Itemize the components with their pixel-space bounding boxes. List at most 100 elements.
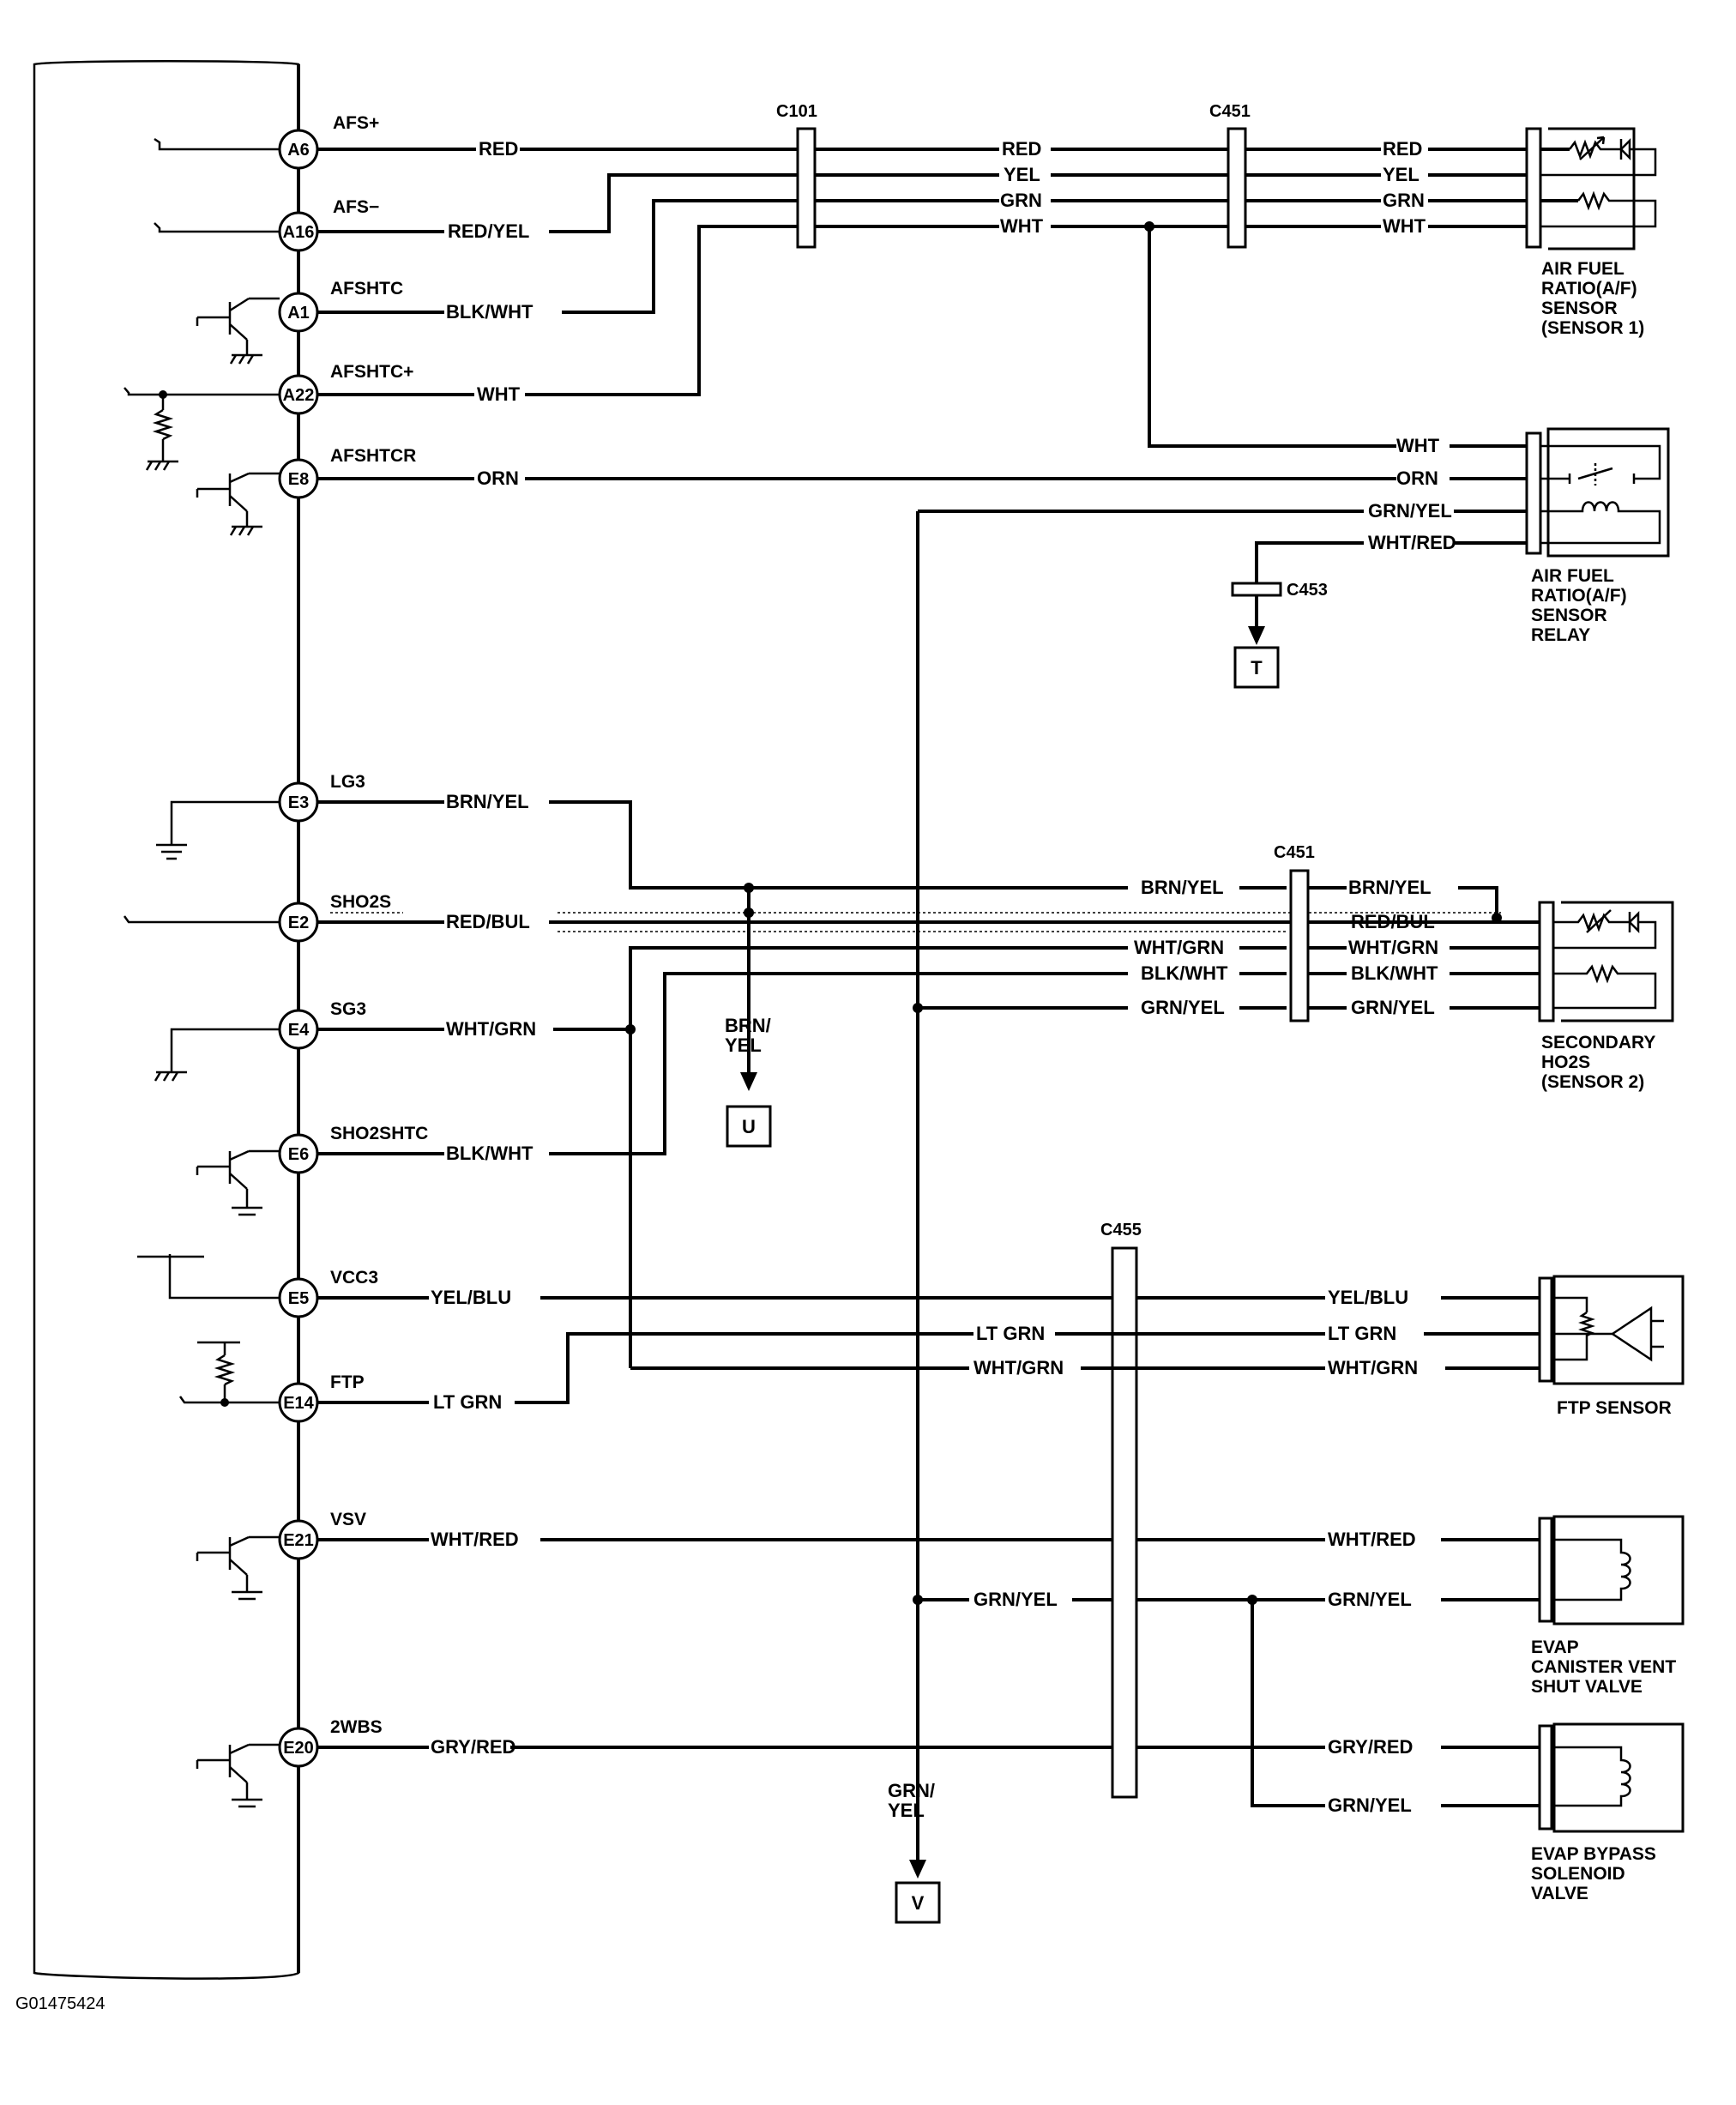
pin-e6: E6 SHO2SHTC BLK/WHT — [196, 972, 1128, 1216]
pin-e4: E4 SG3 WHT/GRN — [154, 946, 1128, 1368]
wire-label: YEL — [1004, 164, 1040, 185]
wire-label: WHT — [477, 383, 521, 405]
ho2s-harness: BRN/YEL WHT/GRN BLK/WHT GRN/YEL C451 BRN… — [1134, 843, 1540, 1022]
af-sensor-label-2: RATIO(A/F) — [1541, 279, 1637, 299]
pin-name: AFSHTC+ — [330, 362, 413, 382]
pin-id: E6 — [288, 1145, 309, 1164]
wire-label: WHT/GRN — [1134, 937, 1224, 958]
wire-label: GRN/YEL — [1328, 1794, 1412, 1816]
wire-label: GRN/YEL — [1351, 997, 1435, 1018]
wire-label: BLK/WHT — [1351, 962, 1438, 984]
wire-label: BRN/YEL — [1348, 877, 1432, 898]
pin-name: AFS+ — [333, 113, 379, 133]
transistor-icon — [196, 297, 280, 365]
connector-label: C451 — [1274, 843, 1315, 862]
resistor-icon — [1552, 1311, 1595, 1361]
connector-label: C101 — [776, 102, 817, 121]
offpage-v: V — [912, 1892, 925, 1914]
heater-icon — [1553, 912, 1630, 932]
pin-id: A1 — [287, 304, 310, 323]
wire-label-u-1: BRN/ — [725, 1015, 771, 1036]
wire-label: RED — [479, 138, 518, 160]
relay-label-3: SENSOR — [1531, 606, 1607, 625]
pin-e20: E20 2WBS GRY/RED — [196, 1717, 1325, 1808]
af-sensor: AIR FUEL RATIO(A/F) SENSOR (SENSOR 1) — [1525, 127, 1657, 338]
resistor-icon — [1553, 963, 1657, 1010]
wire-label: WHT — [1396, 435, 1440, 456]
pin-name: AFSHTCR — [330, 446, 416, 466]
wire-label: WHT — [1000, 215, 1044, 237]
evap-bypass-label-2: SOLENOID — [1531, 1864, 1625, 1884]
wire-label: LT GRN — [976, 1323, 1045, 1344]
wire-label: YEL/BLU — [1328, 1287, 1408, 1308]
wire-label: GRN — [1000, 190, 1042, 211]
pin-a6: A6 AFS+ RED — [154, 113, 798, 170]
ftp-label: FTP SENSOR — [1557, 1398, 1672, 1418]
pin-e2: E2 SHO2S RED/BUL — [123, 892, 1540, 943]
wire-label: LT GRN — [1328, 1323, 1396, 1344]
connector-label: C453 — [1287, 581, 1328, 600]
transistor-icon — [196, 472, 280, 536]
wire-label: BRN/YEL — [446, 791, 529, 812]
wire-label: RED/BUL — [446, 911, 530, 932]
relay-label-4: RELAY — [1531, 625, 1590, 645]
pin-a22: A22 AFSHTC+ WHT — [124, 225, 798, 471]
transistor-icon — [196, 1743, 280, 1808]
evap-harness: WHT/RED GRN/YEL GRY/RED GRN/YEL — [1247, 1529, 1540, 1816]
pin-id: A16 — [283, 223, 315, 242]
ftp-sensor: FTP SENSOR — [1538, 1275, 1685, 1418]
offpage-t: T — [1251, 657, 1263, 679]
pin-name: AFSHTC — [330, 279, 403, 299]
solenoid-coil-icon — [1552, 1538, 1631, 1601]
diagram-id: G01475424 — [15, 1994, 105, 2013]
connector-label: C455 — [1100, 1221, 1142, 1239]
relay-label-1: AIR FUEL — [1531, 566, 1614, 586]
pin-a16: A16 AFS− RED/YEL — [154, 173, 798, 252]
af-sensor-label-4: (SENSOR 1) — [1541, 318, 1644, 338]
transistor-icon — [196, 1535, 280, 1601]
pin-e3: E3 LG3 BRN/YEL — [156, 772, 1128, 890]
transistor-icon — [196, 1149, 280, 1216]
pin-id: E3 — [288, 793, 309, 812]
connector-c453: C453 T — [1231, 581, 1328, 689]
pin-name: SHO2SHTC — [330, 1124, 428, 1143]
connector-c451-mid: C451 — [1274, 843, 1315, 1022]
pin-name: AFS− — [333, 197, 379, 217]
af-sensor-label-3: SENSOR — [1541, 299, 1618, 318]
pin-name: LG3 — [330, 772, 365, 792]
wire-label: WHT/RED — [1328, 1529, 1416, 1550]
solenoid-coil-icon — [1552, 1746, 1631, 1807]
pin-e14: E14 FTP LT GRN — [178, 1332, 973, 1423]
wire-label: YEL — [1383, 164, 1420, 185]
wire-label: LT GRN — [433, 1391, 502, 1413]
pin-id: E8 — [288, 470, 309, 489]
pin-name: 2WBS — [330, 1717, 383, 1737]
wire-label: WHT/GRN — [446, 1018, 536, 1040]
pin-name: SG3 — [330, 999, 366, 1019]
ho2s-label-1: SECONDARY — [1541, 1033, 1655, 1052]
relay-label-2: RATIO(A/F) — [1531, 586, 1627, 606]
wire-label: GRY/RED — [1328, 1736, 1413, 1758]
evap-vent-valve: EVAP CANISTER VENT SHUT VALVE — [1531, 1515, 1685, 1697]
wire-label: BLK/WHT — [446, 1143, 533, 1164]
af-relay: WHT ORN GRN/YEL WHT/RED AIR FUEL RATIO(A… — [918, 427, 1670, 645]
pin-a1: A1 AFSHTC BLK/WHT — [196, 199, 798, 365]
wire-label: RED/BUL — [1351, 911, 1435, 932]
wire-label: WHT/GRN — [1328, 1357, 1418, 1378]
wire-label: GRN/YEL — [1368, 500, 1452, 522]
relay-switch-icon — [1540, 444, 1661, 486]
wire-label: GRN/YEL — [1141, 997, 1225, 1018]
pin-id: E4 — [288, 1021, 310, 1040]
wire-label: YEL/BLU — [431, 1287, 511, 1308]
connector-c101: C101 — [776, 102, 817, 249]
ho2s-sensor: SECONDARY HO2S (SENSOR 2) — [1538, 901, 1674, 1092]
pin-name: VSV — [330, 1510, 366, 1529]
relay-coil-icon — [1540, 501, 1661, 545]
wire-label: GRN/YEL — [973, 1589, 1058, 1610]
wire-label: BLK/WHT — [446, 301, 533, 323]
resistor-icon — [1540, 190, 1657, 228]
pin-name: SHO2S — [330, 892, 391, 912]
evap-vent-label-2: CANISTER VENT — [1531, 1657, 1676, 1677]
ecm-pins: A6 AFS+ RED A16 AFS− RED/YEL — [123, 113, 1540, 1808]
wire-label: BRN/YEL — [1141, 877, 1224, 898]
